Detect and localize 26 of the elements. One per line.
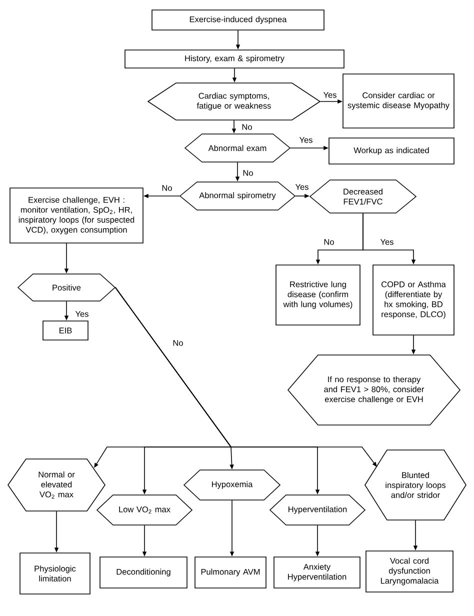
process-box: Consider cardiac or systemic disease Myopathy <box>342 74 454 128</box>
edge-label: Yes <box>298 136 314 144</box>
decision-hexagon: Normal or elevated VO$_{2}$ max <box>8 458 106 512</box>
edge-label: No <box>160 184 174 192</box>
process-box: Pulmonary AVM <box>194 556 266 588</box>
edge-label: No <box>242 169 254 177</box>
process-box: Restrictive lung disease (confirm with lung volumes) <box>276 264 360 326</box>
edge-label: Yes <box>74 310 90 318</box>
edge-label: Yes <box>322 91 338 99</box>
process-box: EIB <box>42 320 88 340</box>
edge-label: No <box>322 238 336 246</box>
edge-label: No <box>172 339 184 347</box>
process-box: History, exam & spirometry <box>124 50 344 68</box>
edge-label: Yes <box>379 238 395 246</box>
process-box: Exercise challenge, EVH : monitor ventilation, SpO$_{2}$, HR, inspiratory loops (for suspected VCD), oxygen consumption <box>10 188 144 244</box>
process-box: Anxiety Hyperventilation <box>274 556 360 588</box>
process-box: COPD or Asthma (differentiate by hx smoking, BD response, DLCO) <box>372 264 454 336</box>
edge-label: No <box>240 123 254 131</box>
process-box: Vocal cord dysfunction Laryngomalacia <box>366 550 454 592</box>
process-box: Exercise-induced dyspnea <box>152 10 324 30</box>
process-box: Physiologic limitation <box>20 552 90 594</box>
process-box: Deconditioning <box>100 556 188 588</box>
process-box: Workup as indicated <box>328 138 454 164</box>
decision-hexagon: Blunted inspiratory loops and/or stridor <box>364 450 466 520</box>
arrow <box>115 287 377 467</box>
edge-label: Yes <box>294 183 310 191</box>
